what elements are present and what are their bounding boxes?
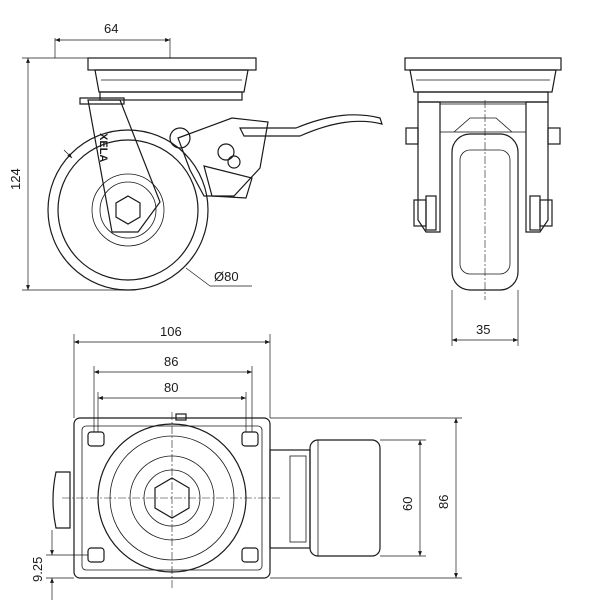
dim-wheel-diameter: Ø80 — [214, 269, 239, 284]
brand-mark: XELA — [97, 133, 109, 162]
dim-bolt-spacing-outer: 86 — [164, 354, 178, 369]
side-view: XELA Ø80 64 124 — [8, 21, 383, 291]
dim-bolt-spacing-inner: 80 — [164, 380, 178, 395]
dim-wheel-width: 35 — [476, 322, 490, 337]
dim-overall-height: 124 — [8, 168, 23, 190]
dim-plate-width: 64 — [104, 21, 118, 36]
dim-brake-height-outer: 86 — [436, 495, 451, 509]
front-view: 35 — [404, 57, 562, 346]
dim-brake-height-inner: 60 — [400, 497, 415, 511]
top-view: 106 86 80 60 86 9.25 — [30, 324, 462, 600]
dim-plate-length: 106 — [160, 324, 182, 339]
dim-bolt-offset: 9.25 — [30, 557, 45, 582]
